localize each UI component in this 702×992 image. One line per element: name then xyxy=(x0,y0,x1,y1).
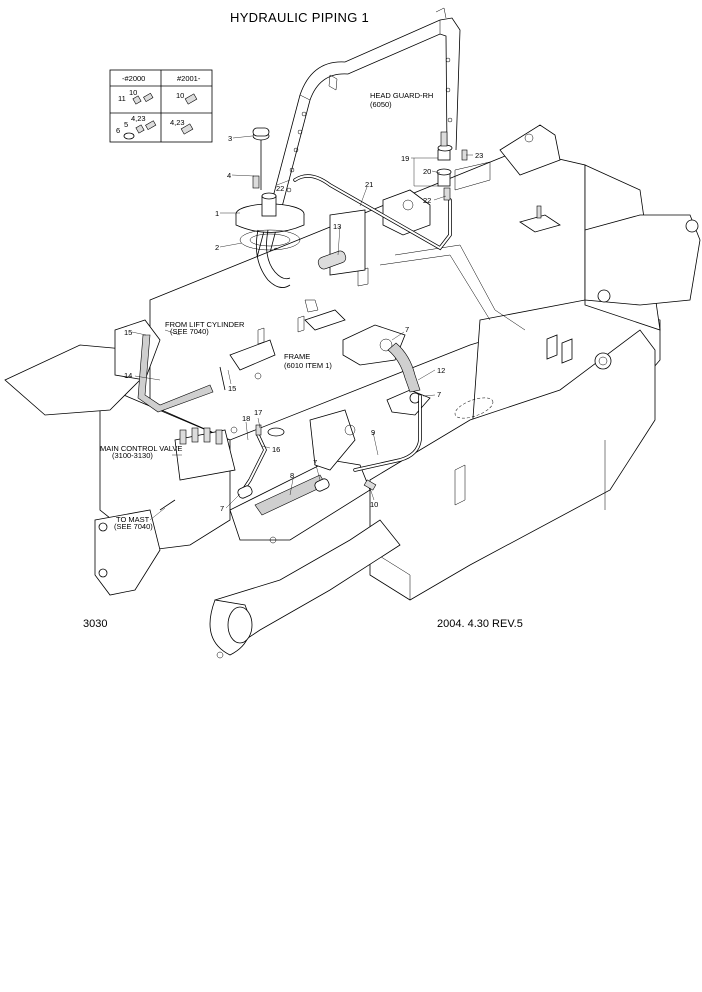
to-mast-label: TO MAST xyxy=(116,515,150,524)
page-number: 3030 xyxy=(83,618,108,630)
svg-text:10: 10 xyxy=(129,88,137,97)
page-title: HYDRAULIC PIPING 1 xyxy=(230,10,370,25)
svg-text:15: 15 xyxy=(228,384,236,393)
svg-text:23: 23 xyxy=(475,151,483,160)
svg-text:20: 20 xyxy=(423,167,431,176)
svg-text:2: 2 xyxy=(215,243,219,252)
head-guard-ref: (6050) xyxy=(370,100,392,109)
from-lift-cylinder-label: FROM LIFT CYLINDER xyxy=(165,320,245,329)
svg-text:16: 16 xyxy=(272,445,280,454)
svg-text:21: 21 xyxy=(365,180,373,189)
svg-text:18: 18 xyxy=(242,414,250,423)
svg-text:7: 7 xyxy=(405,325,409,334)
main-control-valve-ref: (3100-3130) xyxy=(112,451,153,460)
serial-table: -#2000 #2001- 11 10 10 6 5 4,23 4,23 xyxy=(109,69,213,143)
table-header-after: #2001- xyxy=(177,74,201,83)
svg-text:3: 3 xyxy=(228,134,232,143)
truck-frame xyxy=(4,124,701,659)
svg-text:15: 15 xyxy=(124,328,132,337)
svg-text:10: 10 xyxy=(176,91,184,100)
svg-text:7: 7 xyxy=(313,458,317,467)
hydraulic-tank-filler xyxy=(235,127,305,288)
revision-date: 2004. 4.30 REV.5 xyxy=(437,618,523,630)
frame-label: FRAME xyxy=(284,352,310,361)
svg-text:22: 22 xyxy=(276,184,284,193)
svg-text:7: 7 xyxy=(220,504,224,513)
svg-text:5: 5 xyxy=(124,120,128,129)
svg-text:9: 9 xyxy=(371,428,375,437)
svg-text:4,23: 4,23 xyxy=(170,118,185,127)
svg-text:4,23: 4,23 xyxy=(131,114,146,123)
svg-text:13: 13 xyxy=(333,222,341,231)
svg-text:6: 6 xyxy=(116,126,120,135)
svg-text:22: 22 xyxy=(423,196,431,205)
svg-text:17: 17 xyxy=(254,408,262,417)
svg-text:14: 14 xyxy=(124,371,132,380)
table-fitting-icons xyxy=(123,92,198,140)
svg-text:4: 4 xyxy=(227,171,231,180)
main-control-valve-label: MAIN CONTROL VALVE xyxy=(100,444,182,453)
svg-text:1: 1 xyxy=(215,209,219,218)
svg-text:11: 11 xyxy=(118,94,126,103)
pipes xyxy=(237,394,422,499)
hoses xyxy=(137,334,421,516)
svg-text:8: 8 xyxy=(290,471,294,480)
svg-text:10: 10 xyxy=(370,500,378,509)
callout-labels: HEAD GUARD-RH (6050) FRAME (6010 ITEM 1)… xyxy=(100,91,433,531)
main-control-valve xyxy=(159,427,236,511)
leader-lines xyxy=(131,135,473,521)
to-mast-ref: (SEE 7040) xyxy=(114,522,153,531)
svg-text:12: 12 xyxy=(437,366,445,375)
from-lift-cylinder-ref: (SEE 7040) xyxy=(170,327,209,336)
svg-text:7: 7 xyxy=(437,390,441,399)
head-guard-label: HEAD GUARD-RH xyxy=(370,91,433,100)
table-header-before: -#2000 xyxy=(122,74,145,83)
frame-ref: (6010 ITEM 1) xyxy=(284,361,332,370)
part-number-labels: 3 4 1 2 13 21 22 19 20 23 22 7 12 7 9 10… xyxy=(124,134,483,513)
svg-text:19: 19 xyxy=(401,154,409,163)
